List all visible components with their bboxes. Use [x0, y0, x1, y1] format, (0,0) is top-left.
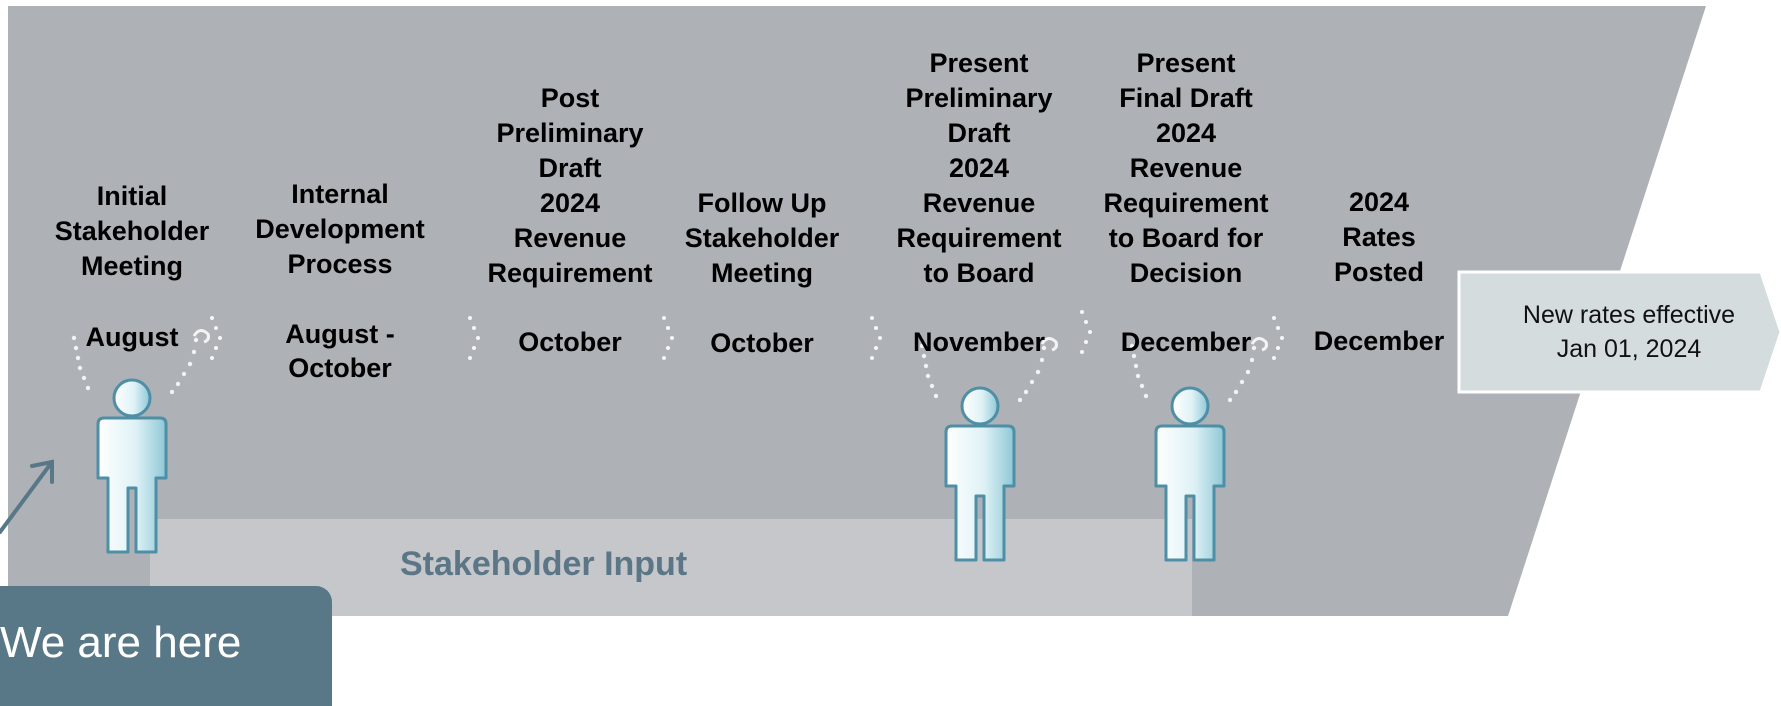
we-are-here-label: We are here	[0, 618, 242, 667]
chevron-separator	[210, 316, 222, 360]
stage-title: Present Preliminary Draft 2024 Revenue R…	[896, 48, 1062, 288]
chevron-separator	[662, 316, 674, 360]
chevron-separator	[1272, 316, 1284, 360]
we-are-here-box	[0, 586, 332, 706]
stage-title: Initial Stakeholder Meeting	[54, 181, 210, 281]
stage-date: December	[1120, 327, 1252, 357]
chevron-separators	[210, 310, 1284, 360]
stage-date: August	[85, 322, 179, 352]
chevron-separator	[468, 316, 480, 360]
stage-title: Internal Development Process	[255, 179, 425, 279]
stage-date: December	[1313, 326, 1445, 356]
stage-title: Follow Up Stakeholder Meeting	[684, 188, 840, 288]
chevron-separator	[870, 316, 882, 360]
stage-date: October	[710, 328, 814, 358]
timeline-panel	[8, 6, 1706, 616]
stage-date: November	[912, 327, 1046, 357]
new-rates-label: New rates effective Jan 01, 2024	[1522, 301, 1736, 363]
new-rates-callout	[1457, 270, 1781, 394]
chevron-separator	[1080, 310, 1092, 354]
stage-title: Post Preliminary Draft 2024 Revenue Requ…	[487, 83, 653, 288]
stakeholder-input-label: Stakeholder Input	[400, 545, 688, 583]
arrow-icon	[0, 459, 54, 534]
stage-date: October	[518, 327, 622, 357]
stage-title: 2024 Rates Posted	[1333, 187, 1425, 287]
stage-date: August - October	[285, 319, 395, 383]
stage-title: Present Final Draft 2024 Revenue Require…	[1103, 48, 1269, 288]
